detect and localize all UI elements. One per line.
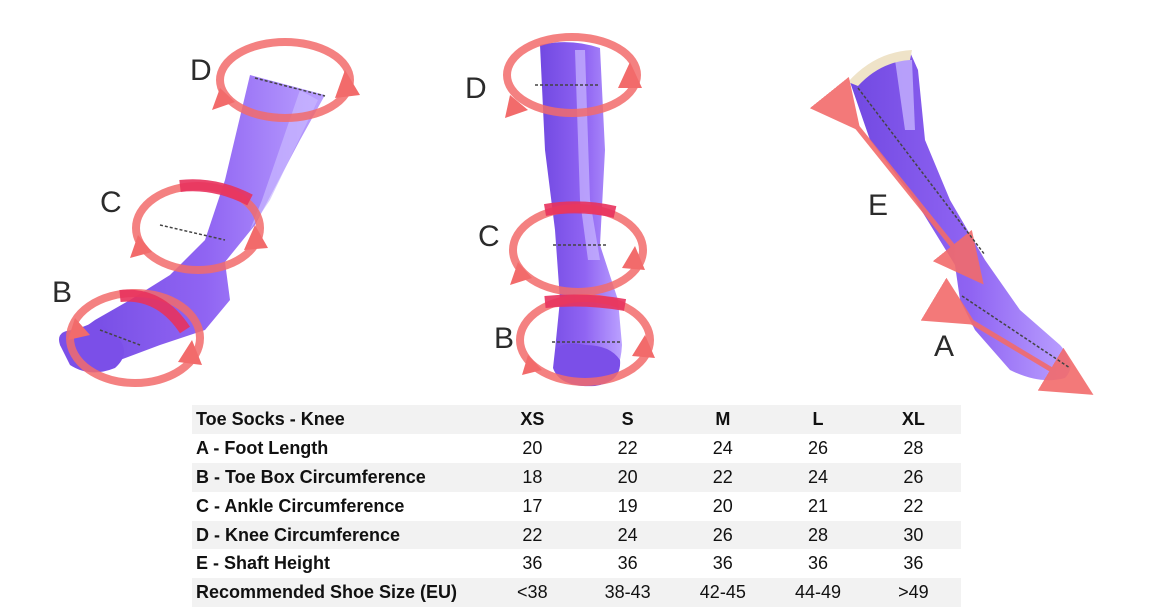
row-label: Recommended Shoe Size (EU) bbox=[192, 578, 485, 608]
left-measure-line-d bbox=[254, 77, 326, 97]
table-cell: 24 bbox=[770, 462, 866, 492]
table-cell: 26 bbox=[675, 520, 771, 550]
table-cell: 21 bbox=[770, 491, 866, 521]
left-arrow-c-head2 bbox=[130, 235, 152, 258]
table-row: B - Toe Box Circumference 18 20 22 24 26 bbox=[192, 462, 961, 492]
left-sock-shape bbox=[60, 75, 325, 370]
middle-arrow-d-head2 bbox=[505, 95, 528, 118]
size-header-xs: XS bbox=[484, 405, 580, 434]
table-row: E - Shaft Height 36 36 36 36 36 bbox=[192, 549, 961, 579]
left-arrow-b-head bbox=[178, 340, 202, 365]
middle-arrow-c-head bbox=[622, 246, 645, 270]
middle-sock-view: D C B bbox=[465, 33, 655, 387]
row-label: A - Foot Length bbox=[192, 433, 485, 463]
table-cell: 22 bbox=[675, 462, 771, 492]
table-row: D - Knee Circumference 22 24 26 28 30 bbox=[192, 520, 961, 550]
table-cell: 24 bbox=[675, 433, 771, 463]
table-cell: 18 bbox=[484, 462, 580, 492]
right-sock-view: E A bbox=[809, 50, 1094, 395]
table-header-row: Toe Socks - Knee XS S M L XL bbox=[192, 405, 961, 434]
left-arrow-d-head bbox=[335, 70, 360, 98]
table-cell: 26 bbox=[865, 462, 961, 492]
right-measure-line-a bbox=[961, 295, 1071, 369]
row-label: E - Shaft Height bbox=[192, 549, 485, 579]
table-cell: 17 bbox=[484, 491, 580, 521]
table-cell: 38-43 bbox=[579, 578, 676, 608]
right-marker-e: E bbox=[868, 189, 888, 222]
left-arrow-d-head2 bbox=[212, 88, 235, 110]
left-marker-b: B bbox=[52, 276, 72, 309]
left-sock-view: D C B bbox=[52, 38, 360, 387]
table-title: Toe Socks - Knee bbox=[192, 405, 485, 434]
table-cell: 36 bbox=[579, 549, 676, 579]
table-cell: 28 bbox=[770, 520, 866, 550]
table-cell: 30 bbox=[865, 520, 961, 550]
table-row: A - Foot Length 20 22 24 26 28 bbox=[192, 433, 961, 463]
table-cell: 22 bbox=[865, 491, 961, 521]
size-header-l: L bbox=[770, 405, 866, 434]
sock-measurement-illustrations: D C B D C B bbox=[52, 33, 1094, 395]
table-cell: 44-49 bbox=[770, 578, 866, 608]
table-cell: 22 bbox=[484, 520, 580, 550]
size-chart-table: Toe Socks - Knee XS S M L XL A - Foot Le… bbox=[192, 405, 961, 608]
left-arrow-c-band bbox=[179, 179, 253, 206]
table-row: C - Ankle Circumference 17 19 20 21 22 bbox=[192, 491, 961, 521]
middle-arrow-c-band bbox=[543, 201, 617, 218]
table-cell: 20 bbox=[484, 433, 580, 463]
table-cell: 20 bbox=[579, 462, 676, 492]
middle-arrow-d-head bbox=[618, 62, 642, 88]
right-marker-a: A bbox=[934, 330, 954, 363]
table-cell: 42-45 bbox=[675, 578, 771, 608]
table-cell: <38 bbox=[484, 578, 580, 608]
size-header-xl: XL bbox=[865, 405, 961, 434]
row-label: B - Toe Box Circumference bbox=[192, 462, 485, 492]
table-cell: 24 bbox=[579, 520, 676, 550]
table-cell: 20 bbox=[675, 491, 771, 521]
left-arrow-c-head bbox=[244, 225, 268, 250]
middle-marker-d: D bbox=[465, 72, 487, 105]
middle-arrow-b-head2 bbox=[522, 355, 542, 375]
right-arrow-a bbox=[920, 277, 1094, 395]
table-cell: 22 bbox=[579, 433, 676, 463]
middle-arrow-d bbox=[503, 33, 641, 117]
table-row: Recommended Shoe Size (EU) <38 38-43 42-… bbox=[192, 578, 961, 608]
left-marker-c: C bbox=[100, 186, 122, 219]
table-cell: >49 bbox=[865, 578, 961, 608]
middle-marker-b: B bbox=[494, 322, 514, 355]
table-cell: 36 bbox=[484, 549, 580, 579]
left-arrow-b-head2 bbox=[68, 318, 90, 340]
middle-arrow-c-head2 bbox=[510, 262, 532, 285]
middle-marker-c: C bbox=[478, 220, 500, 253]
right-arrow-e bbox=[809, 76, 984, 285]
middle-arrow-b-band bbox=[544, 294, 627, 311]
left-sock-highlight bbox=[250, 90, 318, 230]
middle-arrow-b-head bbox=[632, 335, 655, 358]
table-cell: 36 bbox=[675, 549, 771, 579]
size-header-m: M bbox=[675, 405, 771, 434]
table-cell: 19 bbox=[579, 491, 676, 521]
left-arrow-b-band bbox=[119, 289, 191, 334]
size-header-s: S bbox=[579, 405, 676, 434]
row-label: C - Ankle Circumference bbox=[192, 491, 485, 521]
table-cell: 26 bbox=[770, 433, 866, 463]
left-measure-line-b bbox=[99, 329, 141, 346]
table-cell: 28 bbox=[865, 433, 961, 463]
table-cell: 36 bbox=[865, 549, 961, 579]
left-measure-line-c bbox=[159, 224, 226, 241]
middle-sock-toes bbox=[553, 343, 621, 387]
left-marker-d: D bbox=[190, 54, 212, 87]
table-cell: 36 bbox=[770, 549, 866, 579]
row-label: D - Knee Circumference bbox=[192, 520, 485, 550]
